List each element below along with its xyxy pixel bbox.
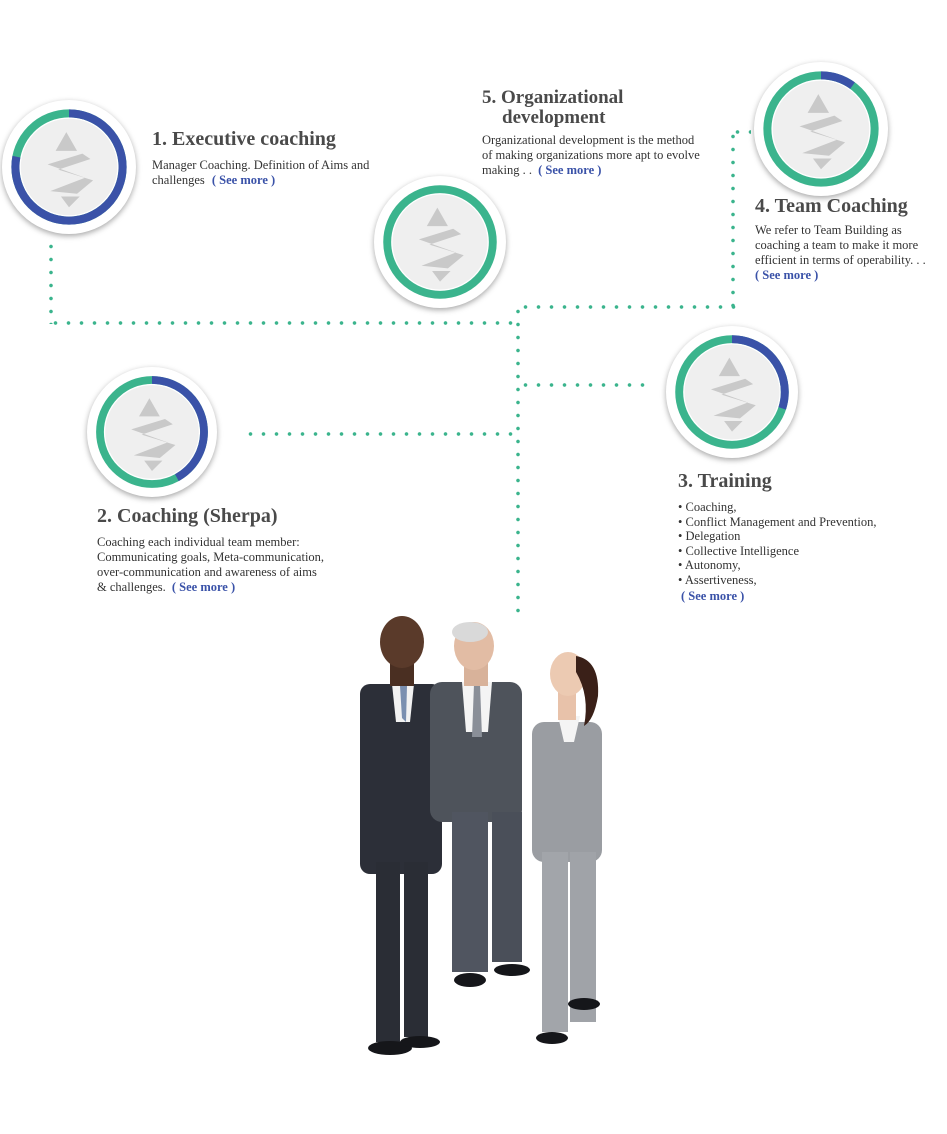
item-title: 5. Organizational development: [482, 88, 712, 128]
list-item: Collective Intelligence: [678, 544, 908, 559]
see-more-link[interactable]: ( See more ): [755, 268, 819, 282]
see-more-link[interactable]: ( See more ): [538, 163, 602, 177]
connector-line: [49, 240, 53, 324]
badge-inner-disc: [105, 385, 199, 479]
item-title: 2. Coaching (Sherpa): [97, 505, 278, 527]
list-item: Delegation: [678, 529, 908, 544]
training-topics-list: Coaching, Conflict Management and Preven…: [678, 500, 908, 588]
badge-ring: [763, 71, 879, 187]
item-description: Organizational development is the method…: [482, 133, 704, 178]
connector-line: [516, 305, 520, 615]
badge-ring: [383, 185, 497, 299]
item-description: Manager Coaching. Definition of Aims and…: [152, 158, 382, 188]
badge-organizational-development[interactable]: [374, 176, 506, 308]
see-more-link[interactable]: ( See more ): [211, 173, 276, 187]
person-middle: [430, 622, 530, 987]
badge-ring-blue: [11, 109, 127, 225]
list-item: Assertiveness,: [678, 573, 908, 588]
badge-coaching-sherpa[interactable]: [87, 367, 217, 497]
item-title-line: 5. Organizational: [482, 87, 624, 108]
badge-inner-disc: [392, 194, 488, 290]
item-description-text: Coaching each individual team member: Co…: [97, 535, 325, 594]
item-description-text: We refer to Team Building as coaching a …: [755, 223, 926, 267]
sherpa-logo-icon: [799, 94, 846, 170]
badge-ring-blue: [675, 335, 789, 449]
connector-line: [731, 130, 751, 134]
badge-ring: [96, 376, 208, 488]
badge-training[interactable]: [666, 326, 798, 458]
badge-ring: [11, 109, 127, 225]
connector-line: [49, 321, 519, 325]
item-title: 4. Team Coaching: [755, 195, 908, 217]
sherpa-logo-icon: [47, 132, 94, 208]
badge-inner-disc: [772, 80, 870, 178]
badge-team-coaching[interactable]: [754, 62, 888, 196]
person-right: [532, 652, 602, 1044]
item-team-coaching: 4. Team Coaching We refer to Team Buildi…: [755, 196, 947, 283]
list-item: Conflict Management and Prevention,: [678, 515, 908, 530]
item-description: We refer to Team Building as coaching a …: [755, 223, 947, 283]
badge-inner-disc: [20, 118, 118, 216]
item-title: 1. Executive coaching: [152, 128, 336, 150]
item-description-text: Organizational development is the method…: [482, 133, 700, 177]
see-more-link[interactable]: ( See more ): [681, 588, 745, 603]
connector-line: [519, 383, 649, 387]
item-description-text: Manager Coaching. Definition of Aims and…: [152, 158, 370, 187]
item-training: 3. Training Coaching, Conflict Managemen…: [678, 471, 908, 604]
sherpa-logo-icon: [710, 357, 756, 432]
badge-ring-green: [383, 185, 497, 299]
badge-inner-disc: [684, 344, 780, 440]
item-organizational-development: 5. Organizational development Organizati…: [482, 88, 712, 178]
connector-line: [731, 130, 735, 308]
sherpa-logo-icon: [418, 207, 464, 282]
item-executive-coaching: 1. Executive coaching Manager Coaching. …: [152, 129, 382, 188]
see-more-link[interactable]: ( See more ): [171, 580, 236, 594]
badge-ring: [675, 335, 789, 449]
sherpa-logo-icon: [131, 398, 176, 471]
item-coaching-sherpa: 2. Coaching (Sherpa) Coaching each indiv…: [97, 506, 329, 595]
badge-ring-blue: [96, 376, 208, 488]
connector-line: [244, 432, 518, 436]
list-item: Autonomy,: [678, 558, 908, 573]
item-title: 3. Training: [678, 470, 772, 492]
connector-line: [519, 305, 737, 309]
item-description: Coaching each individual team member: Co…: [97, 535, 329, 595]
badge-ring-blue: [763, 71, 879, 187]
business-people-image: [360, 616, 602, 1055]
list-item: Coaching,: [678, 500, 908, 515]
badge-executive-coaching[interactable]: [2, 100, 136, 234]
item-title-line: development: [502, 107, 606, 128]
person-left: [360, 616, 442, 1055]
